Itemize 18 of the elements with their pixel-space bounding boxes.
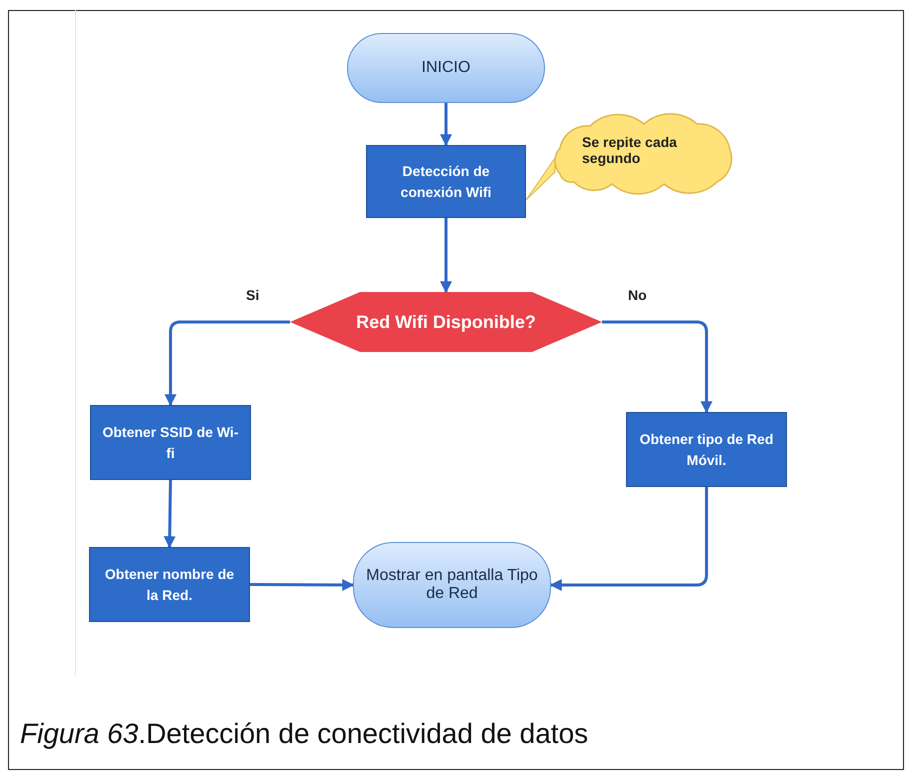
process-box: Obtener SSID de Wi-fi	[90, 405, 251, 480]
terminal-pill: INICIO	[347, 33, 545, 103]
process-box: Obtener nombre de la Red.	[89, 547, 250, 622]
arrow	[440, 103, 452, 146]
figure-caption: Figura 63.Detección de conectividad de datos	[20, 718, 588, 750]
process-box: Detección de conexión Wifi	[366, 145, 526, 218]
arrow	[550, 487, 708, 591]
callout-tail	[526, 156, 556, 200]
arrow	[602, 320, 712, 414]
edge-label: No	[626, 287, 649, 303]
decision-hexagon: Red Wifi Disponible?	[290, 292, 602, 352]
arrow	[440, 218, 452, 294]
edge-label: Si	[244, 287, 262, 303]
terminal-pill: Mostrar en pantalla Tipo de Red	[353, 542, 551, 628]
arrow	[164, 480, 176, 548]
arrow	[164, 320, 290, 406]
arrow	[250, 578, 354, 591]
process-box: Obtener tipo de Red Móvil.	[626, 412, 787, 487]
